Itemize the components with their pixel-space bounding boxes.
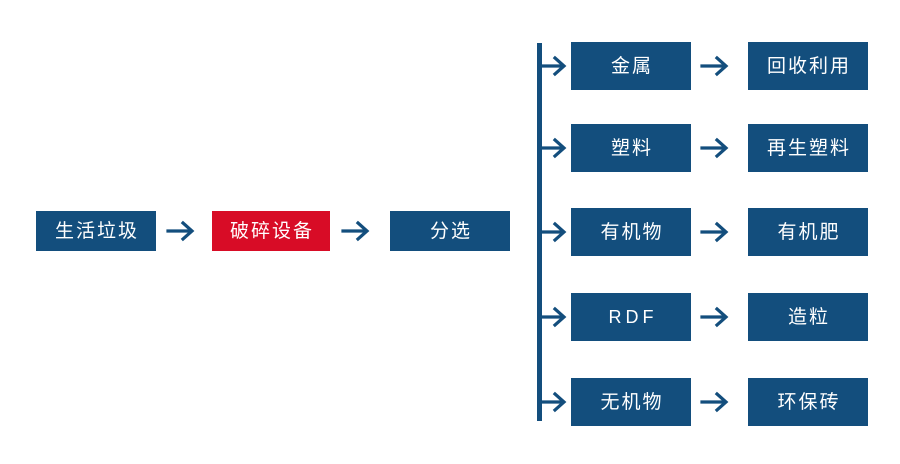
branch-product-3[interactable]: 有机肥 [748, 208, 868, 256]
branch-product-1[interactable]: 回收利用 [748, 42, 868, 90]
branch-product-2[interactable]: 再生塑料 [748, 124, 868, 172]
branch-arrow-right-icon [540, 55, 567, 77]
arrow-right-icon [341, 220, 370, 242]
arrow-right-icon [700, 55, 729, 77]
arrow-right-icon [700, 391, 729, 413]
branch-product-4[interactable]: 造粒 [748, 293, 868, 341]
branch-arrow-right-icon [540, 306, 567, 328]
branch-arrow-right-icon [540, 137, 567, 159]
branch-arrow-right-icon [540, 391, 567, 413]
branch-arrow-right-icon [540, 221, 567, 243]
arrow-right-icon [700, 137, 729, 159]
branch-material-1[interactable]: 金属 [571, 42, 691, 90]
branch-material-3[interactable]: 有机物 [571, 208, 691, 256]
branch-material-2[interactable]: 塑料 [571, 124, 691, 172]
arrow-right-icon [166, 220, 195, 242]
node-household-waste[interactable]: 生活垃圾 [36, 211, 156, 251]
branch-material-5[interactable]: 无机物 [571, 378, 691, 426]
node-crushing-equipment[interactable]: 破碎设备 [212, 211, 330, 251]
node-sorting[interactable]: 分选 [390, 211, 510, 251]
arrow-right-icon [700, 306, 729, 328]
arrow-right-icon [700, 221, 729, 243]
branch-product-5[interactable]: 环保砖 [748, 378, 868, 426]
branch-material-4[interactable]: RDF [571, 293, 691, 341]
